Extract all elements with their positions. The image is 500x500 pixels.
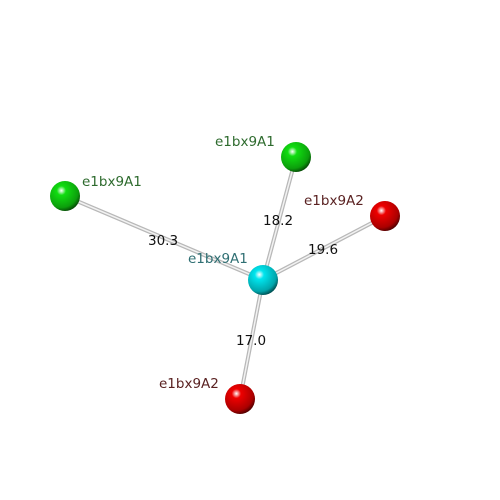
node-top[interactable] xyxy=(281,142,311,172)
node-bottom[interactable] xyxy=(225,384,255,414)
edge-label-center-left: 30.3 xyxy=(148,233,178,249)
edge-label-center-right: 19.6 xyxy=(308,242,338,258)
nodes-layer xyxy=(50,142,400,414)
edge-center-right xyxy=(262,215,386,281)
edges-layer xyxy=(63,155,387,401)
node-label-top: e1bx9A1 xyxy=(215,134,275,150)
edge-center-bottom xyxy=(239,279,264,400)
edge-label-center-bottom: 17.0 xyxy=(236,333,266,349)
node-center[interactable] xyxy=(248,265,278,295)
node-left[interactable] xyxy=(50,181,80,211)
labels-layer: 18.2 30.3 19.6 17.0 e1bx9A1 e1bx9A1 e1bx9A1 e1b… xyxy=(82,134,364,392)
edge-center-left xyxy=(64,195,264,281)
node-label-right: e1bx9A2 xyxy=(304,193,364,209)
node-label-bottom: e1bx9A2 xyxy=(159,376,219,392)
node-label-center: e1bx9A1 xyxy=(188,251,248,267)
node-right[interactable] xyxy=(370,201,400,231)
edge-center-top xyxy=(262,156,297,281)
edge-label-center-top: 18.2 xyxy=(263,213,293,229)
node-label-left: e1bx9A1 xyxy=(82,174,142,190)
